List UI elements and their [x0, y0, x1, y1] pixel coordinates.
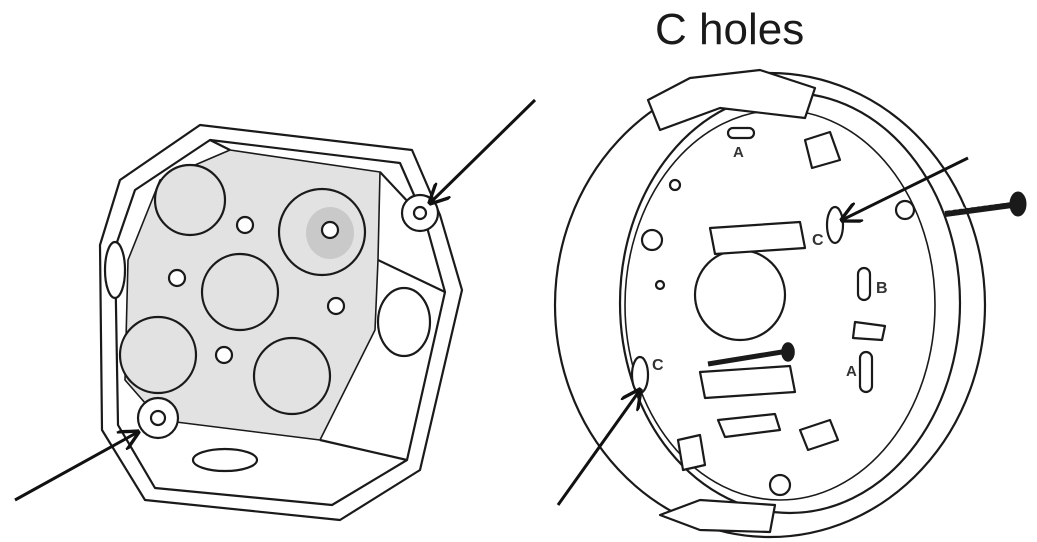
clip-right — [851, 320, 887, 342]
base-bottom-tab — [658, 498, 777, 534]
bracket-lower — [698, 364, 797, 400]
mounting-base — [553, 68, 987, 539]
clip-bottom-left — [676, 433, 707, 472]
clip-bottom — [716, 412, 782, 439]
small-hole — [654, 279, 666, 291]
floor-hole — [320, 220, 340, 240]
figure-title: C holes — [655, 5, 805, 54]
mounting-hole-bottom-left — [149, 409, 167, 427]
side-knockout-right — [376, 286, 432, 358]
clip-top — [803, 130, 842, 170]
label-a-top: A — [733, 144, 744, 161]
base-top-tab — [646, 68, 817, 132]
floor-hole — [214, 345, 234, 365]
knockout-top-left — [153, 163, 227, 237]
arrow-box-bottom-left — [14, 432, 138, 502]
knockout-center — [200, 252, 280, 332]
floor-hole — [235, 215, 255, 235]
small-hole — [668, 178, 682, 192]
box-wall-edge — [319, 438, 408, 462]
arrow-c-hole-left — [556, 390, 640, 506]
slot-a-upper — [726, 126, 756, 140]
screw-head-bottom — [768, 473, 792, 497]
label-c-right: C — [812, 232, 824, 249]
floor-hole — [167, 268, 187, 288]
side-knockout-bottom — [191, 447, 259, 473]
slot-b — [856, 266, 872, 302]
knockout-bottom-right — [252, 336, 332, 416]
c-hole-left — [630, 355, 650, 395]
label-a-bottom: A — [846, 363, 857, 380]
floor-hole — [326, 296, 346, 316]
center-wiring-hole — [693, 248, 787, 342]
label-b-right: B — [876, 280, 888, 297]
screw-head-left — [640, 228, 664, 252]
screw-head-right — [894, 199, 916, 221]
loose-screw-icon — [944, 191, 1027, 217]
slot-a-lower — [858, 350, 874, 394]
octagon-electrical-box — [98, 123, 464, 522]
mounting-hole-top-right — [412, 205, 428, 221]
arrow-box-top-right — [430, 98, 537, 203]
arrow-c-hole-right — [842, 156, 969, 220]
clip-bottom-right — [798, 418, 840, 452]
label-c-left: C — [652, 357, 664, 374]
box-wall-edge — [209, 139, 231, 151]
inserted-screw — [707, 342, 795, 367]
box-wall-edge — [377, 259, 446, 293]
bracket-upper — [708, 220, 807, 256]
side-knockout-left — [103, 240, 127, 300]
knockout-left — [118, 315, 198, 395]
c-hole-right — [825, 205, 845, 245]
